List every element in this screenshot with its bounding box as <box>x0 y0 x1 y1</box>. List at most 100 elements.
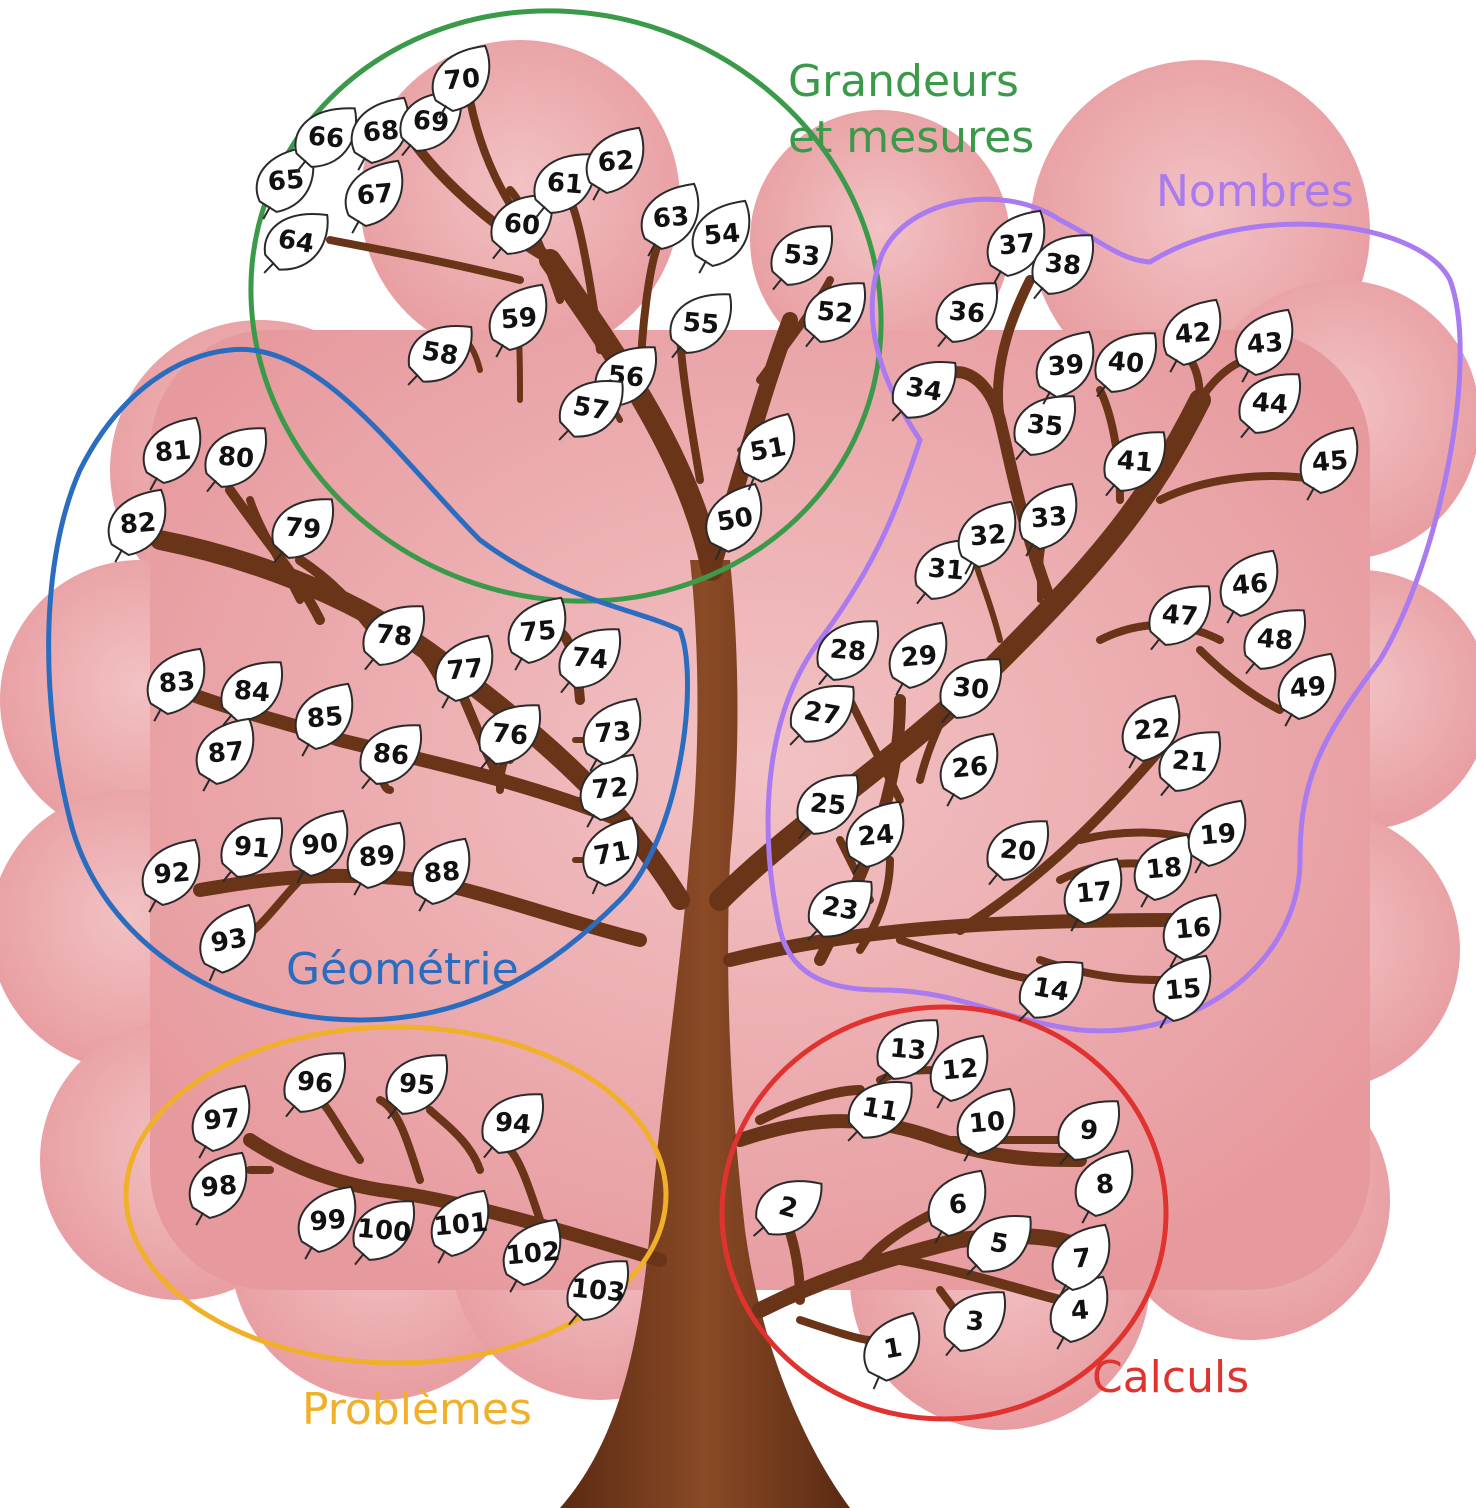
leaf-number: 27 <box>802 696 843 732</box>
leaf-number: 4 <box>1070 1295 1091 1326</box>
leaf-number: 100 <box>356 1214 413 1249</box>
leaf-number: 32 <box>969 519 1008 552</box>
leaf-number: 14 <box>1031 972 1072 1008</box>
leaf-number: 3 <box>965 1306 986 1337</box>
leaf-number: 73 <box>594 716 633 749</box>
leaf-number: 47 <box>1161 599 1200 632</box>
leaf-number: 78 <box>375 619 414 652</box>
leaf-number: 102 <box>505 1237 562 1272</box>
leaf-number: 42 <box>1174 317 1213 350</box>
leaf-number: 95 <box>398 1068 437 1101</box>
leaf-64: 64 <box>260 205 329 282</box>
leaf-number: 99 <box>309 1204 348 1237</box>
leaf-number: 97 <box>203 1103 242 1136</box>
leaf-number: 84 <box>233 675 272 708</box>
leaf-number: 53 <box>783 239 822 272</box>
geometrie-label: Géométrie <box>286 944 519 995</box>
leaf-number: 89 <box>358 840 397 873</box>
grandeurs-label-line-1: Grandeurs <box>788 56 1019 107</box>
leaf-number: 103 <box>570 1274 627 1309</box>
leaf-number: 51 <box>748 432 789 468</box>
leaf-number: 40 <box>1107 346 1146 379</box>
leaf-number: 10 <box>968 1106 1007 1139</box>
leaf-stem <box>264 261 274 274</box>
leaf-number: 38 <box>1044 248 1083 281</box>
nombres-label: Nombres <box>1156 166 1354 217</box>
calculs-label: Calculs <box>1092 1352 1249 1403</box>
leaf-number: 87 <box>207 736 246 769</box>
leaf-number: 30 <box>952 672 991 705</box>
leaf-number: 48 <box>1256 623 1295 656</box>
leaf-number: 64 <box>276 224 317 260</box>
leaf-number: 91 <box>233 831 272 864</box>
problemes-label: Problèmes <box>302 1384 532 1435</box>
leaf-number: 15 <box>1164 973 1203 1006</box>
leaf-number: 12 <box>941 1053 980 1086</box>
leaf-number: 16 <box>1174 912 1213 945</box>
leaf-number: 57 <box>571 391 612 427</box>
leaf-number: 11 <box>860 1092 901 1128</box>
leaf-number: 63 <box>652 201 691 234</box>
leaf-number: 41 <box>1116 445 1155 478</box>
leaf-number: 31 <box>927 553 966 586</box>
leaf-number: 46 <box>1231 568 1270 601</box>
leaf-number: 49 <box>1289 671 1328 704</box>
leaf-number: 35 <box>1026 409 1065 442</box>
leaf-stem <box>698 260 707 273</box>
leaf-number: 29 <box>900 640 939 673</box>
leaf-number: 74 <box>571 642 610 675</box>
leaf-number: 67 <box>356 178 395 211</box>
leaf-number: 52 <box>816 296 855 329</box>
leaf-number: 33 <box>1030 501 1069 534</box>
leaf-number: 93 <box>209 923 250 959</box>
leaf-number: 45 <box>1311 445 1350 478</box>
leaf-number: 39 <box>1047 349 1086 382</box>
leaf-number: 43 <box>1246 327 1285 360</box>
leaf-number: 80 <box>217 441 256 474</box>
leaf-number: 68 <box>362 115 401 148</box>
leaf-number: 70 <box>443 63 482 96</box>
leaf-number: 86 <box>372 738 411 771</box>
leaf-number: 23 <box>820 891 861 927</box>
leaf-number: 66 <box>307 121 346 154</box>
leaf-number: 61 <box>546 167 585 200</box>
leaf-54: 54 <box>689 201 753 274</box>
leaf-number: 18 <box>1145 852 1184 885</box>
leaf-number: 20 <box>999 834 1038 867</box>
leaf-number: 79 <box>284 512 323 545</box>
leaf-number: 50 <box>715 502 756 538</box>
leaf-number: 62 <box>597 145 636 178</box>
leaf-number: 90 <box>301 828 340 861</box>
grandeurs-label-line-2: et mesures <box>788 112 1034 163</box>
leaf-number: 54 <box>703 218 742 251</box>
grandeurs-label: Grandeurs et mesures <box>788 56 1034 163</box>
leaf-number: 98 <box>200 1170 239 1203</box>
leaf-66: 66 <box>293 104 357 177</box>
leaf-number: 24 <box>857 819 896 852</box>
leaf-number: 88 <box>423 856 462 889</box>
leaf-number: 76 <box>491 718 530 751</box>
leaf-number: 81 <box>154 435 193 468</box>
leaf-number: 8 <box>1095 1169 1116 1200</box>
leaf-number: 55 <box>682 307 721 340</box>
leaf-number: 96 <box>296 1066 335 1099</box>
leaf-number: 44 <box>1251 387 1290 420</box>
leaf-number: 9 <box>1079 1115 1100 1146</box>
leaf-number: 17 <box>1075 876 1114 909</box>
leaf-number: 26 <box>951 751 990 784</box>
leaf-number: 22 <box>1133 713 1172 746</box>
leaf-number: 82 <box>119 507 158 540</box>
leaf-stem <box>1034 287 1043 300</box>
leaf-number: 19 <box>1199 818 1238 851</box>
leaf-number: 36 <box>948 296 987 329</box>
leaf-stem <box>351 220 360 233</box>
leaf-stem <box>114 549 123 562</box>
leaf-number: 72 <box>591 772 630 805</box>
leaf-number: 21 <box>1171 745 1210 778</box>
leaf-number: 85 <box>306 701 345 734</box>
leaf-number: 6 <box>948 1189 969 1220</box>
leaf-number: 71 <box>592 836 633 872</box>
leaf-number: 37 <box>998 228 1037 261</box>
leaf-number: 77 <box>446 653 485 686</box>
